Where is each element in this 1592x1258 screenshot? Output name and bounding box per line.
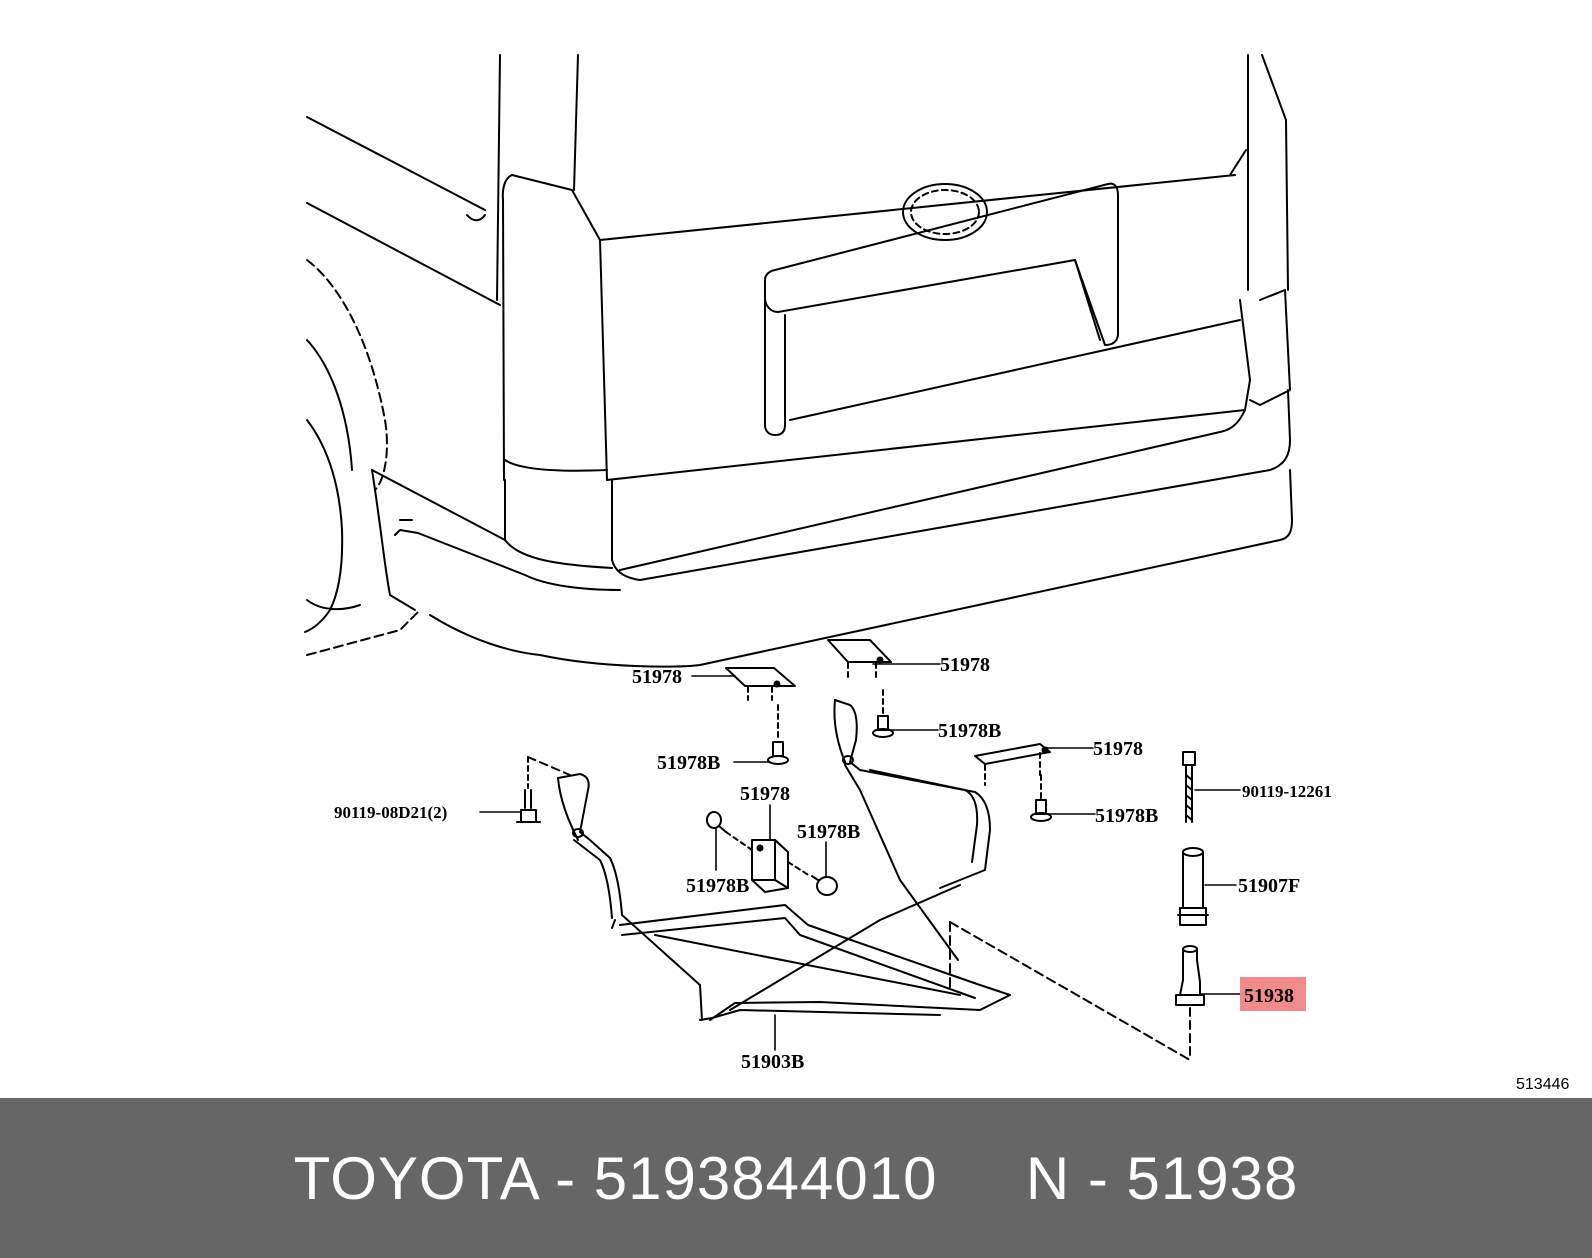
clip-51978B-left (767, 704, 789, 765)
clip-51978B-center-left (706, 811, 753, 851)
bolt-90119-08D21 (516, 756, 571, 823)
clip-51978B-top (872, 689, 894, 738)
parts-diagram-svg: 51978 51978 51978 51978 51978B 51978B 51… (304, 54, 1569, 1093)
bracket-51978-left (725, 667, 796, 701)
footer-part-number: TOYOTA - 5193844010 N - 51938 (293, 1144, 1299, 1212)
spare-carrier (557, 699, 1011, 1021)
label-hanger: 51938 (1244, 985, 1294, 1007)
label-sleeve: 51907F (1238, 875, 1300, 897)
bracket-51978-top (827, 639, 892, 681)
sleeve-51907F (1177, 847, 1209, 926)
bracket-51978-right (974, 743, 1051, 786)
bolt-90119-12261 (1182, 751, 1196, 823)
label-carrier: 51903B (741, 1051, 804, 1073)
label-clip-top: 51978B (938, 720, 1001, 742)
parts-diagram: 51978 51978 51978 51978 51978B 51978B 51… (304, 54, 1569, 1093)
label-clip-center-left: 51978B (686, 875, 749, 897)
label-clip-left: 51978B (657, 752, 720, 774)
label-bracket-right: 51978 (1093, 738, 1143, 760)
leader-lines (479, 663, 1241, 1051)
label-clip-center-right: 51978B (797, 821, 860, 843)
footer-bar: TOYOTA - 5193844010 N - 51938 (0, 1098, 1592, 1258)
label-clip-right: 51978B (1095, 805, 1158, 827)
label-bracket-left: 51978 (632, 666, 682, 688)
vehicle-rear-outline (304, 54, 1293, 668)
hanger-51938 (1175, 945, 1205, 1061)
label-bracket-center: 51978 (740, 783, 790, 805)
bracket-51978-center (751, 839, 789, 893)
highlight-box (1240, 977, 1306, 1011)
label-bracket-top: 51978 (940, 654, 990, 676)
clip-51978B-center-right (787, 861, 838, 896)
reference-number: 513446 (1516, 1076, 1569, 1093)
label-bolt-left: 90119-08D21(2) (334, 803, 447, 822)
label-bolt-right: 90119-12261 (1242, 782, 1332, 801)
